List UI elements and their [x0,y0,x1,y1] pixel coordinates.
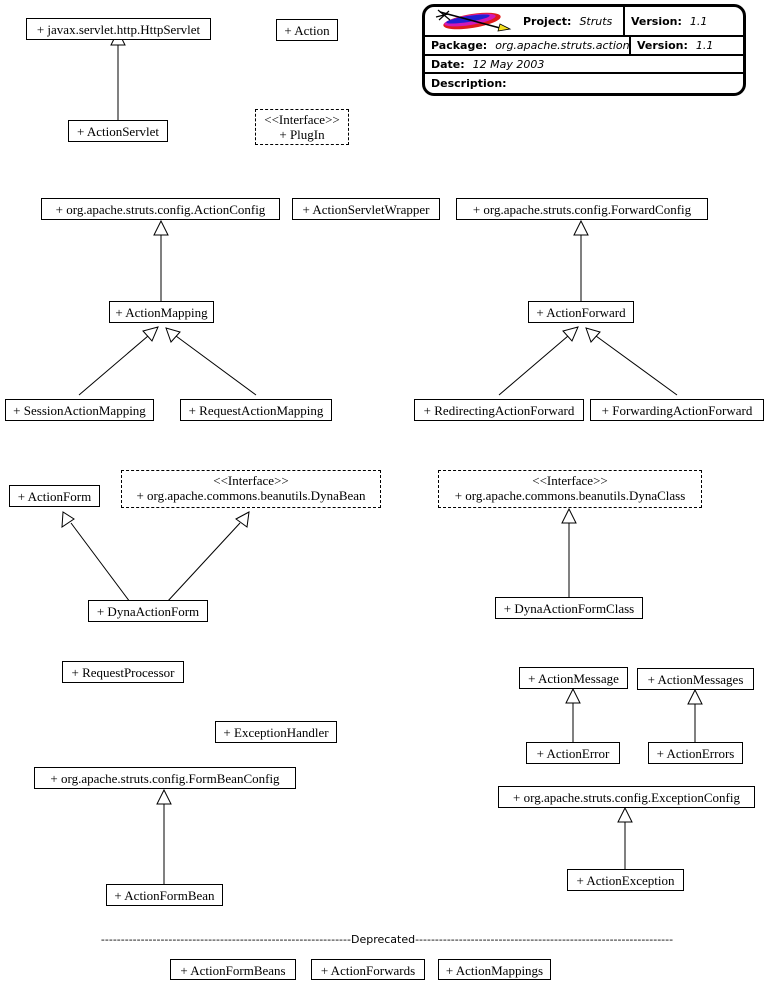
class-box-dynaactionform[interactable]: + DynaActionForm [88,600,208,622]
class-box-actionerrors[interactable]: + ActionErrors [648,742,743,764]
dynabean-stereotype: <<Interface>> [213,473,289,488]
class-box-actionform[interactable]: + ActionForm [9,485,100,507]
class-box-action[interactable]: + Action [276,19,338,41]
package-version-value: 1.1 [695,39,714,52]
class-box-actionforward[interactable]: + ActionForward [528,301,634,323]
package-label: Package: [431,39,488,52]
title-row-package: Package: org.apache.struts.action Versio… [425,37,743,56]
class-box-httpservlet[interactable]: + javax.servlet.http.HttpServlet [26,18,211,40]
dynaclass-name: + org.apache.commons.beanutils.DynaClass [454,488,686,503]
plugin-stereotype: <<Interface>> [264,112,340,127]
class-box-actionformbeans[interactable]: + ActionFormBeans [170,959,296,980]
dynaclass-stereotype: <<Interface>> [532,473,608,488]
version-label: Version: [631,14,682,28]
project-label: Project: [523,14,572,28]
class-box-requestprocessor[interactable]: + RequestProcessor [62,661,184,683]
class-box-actionforwards[interactable]: + ActionForwards [311,959,425,980]
package-version-cell: Version: 1.1 [629,37,743,54]
class-box-actionservletwrapper[interactable]: + ActionServletWrapper [292,198,440,220]
class-box-actionconfig[interactable]: + org.apache.struts.config.ActionConfig [41,198,280,220]
project-title-block: Project: Struts Version: 1.1 Package: or… [422,4,746,96]
description-label: Description: [431,77,507,90]
class-box-dynaactionformclass[interactable]: + DynaActionFormClass [495,597,643,619]
project-value: Struts [579,14,613,28]
interface-box-dynabean[interactable]: <<Interface>> + org.apache.commons.beanu… [121,470,381,508]
version-value: 1.1 [689,14,708,28]
struts-arrow-logo-icon [425,7,517,35]
version-cell: Version: 1.1 [623,7,743,35]
class-box-exceptionhandler[interactable]: + ExceptionHandler [215,721,337,743]
package-cell: Package: org.apache.struts.action [425,37,630,54]
interface-box-plugin[interactable]: <<Interface>> + PlugIn [255,109,349,145]
class-box-actionmapping[interactable]: + ActionMapping [109,301,214,323]
interface-box-dynaclass[interactable]: <<Interface>> + org.apache.commons.beanu… [438,470,702,508]
class-box-actionexception[interactable]: + ActionException [567,869,684,891]
class-box-requestactionmapping[interactable]: + RequestActionMapping [180,399,332,421]
dynabean-name: + org.apache.commons.beanutils.DynaBean [136,488,366,503]
class-box-exceptionconfig[interactable]: + org.apache.struts.config.ExceptionConf… [498,786,755,808]
class-box-forwardconfig[interactable]: + org.apache.struts.config.ForwardConfig [456,198,708,220]
class-box-actionmappings[interactable]: + ActionMappings [438,959,551,980]
date-label: Date: [431,57,465,71]
class-box-actionerror[interactable]: + ActionError [526,742,620,764]
title-row-date: Date: 12 May 2003 [425,56,743,74]
class-box-actionmessages[interactable]: + ActionMessages [637,668,754,690]
deprecated-divider: ----------------------------------------… [100,932,674,946]
title-row-description: Description: [425,74,743,93]
class-box-actionformbean[interactable]: + ActionFormBean [106,884,223,906]
package-value: org.apache.struts.action [495,39,630,52]
date-value: 12 May 2003 [472,57,545,71]
class-box-forwardingactionforward[interactable]: + ForwardingActionForward [590,399,764,421]
description-cell: Description: [425,74,743,93]
class-box-redirectingactionforward[interactable]: + RedirectingActionForward [414,399,584,421]
title-row-project: Project: Struts Version: 1.1 [425,7,743,37]
project-cell: Project: Struts [517,7,623,35]
class-box-sessionactionmapping[interactable]: + SessionActionMapping [5,399,154,421]
class-box-actionservlet[interactable]: + ActionServlet [68,120,168,142]
plugin-name: + PlugIn [279,127,325,142]
class-box-actionmessage[interactable]: + ActionMessage [519,667,628,689]
date-cell: Date: 12 May 2003 [425,56,743,72]
class-box-formbeanconfig[interactable]: + org.apache.struts.config.FormBeanConfi… [34,767,296,789]
package-version-label: Version: [637,39,688,52]
